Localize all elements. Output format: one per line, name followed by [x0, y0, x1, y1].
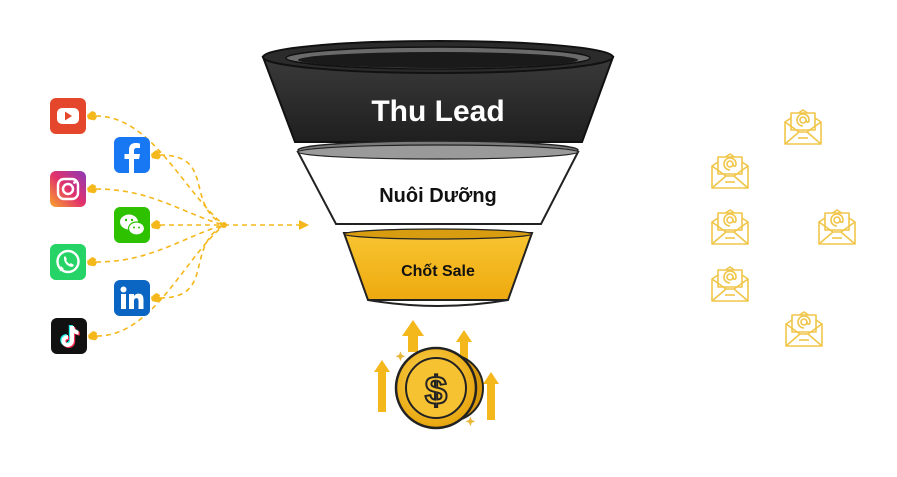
svg-text:$: $	[425, 369, 447, 413]
email-icons	[711, 109, 856, 347]
email-envelope-icon	[711, 209, 749, 245]
dollar-coin-icon: $	[374, 320, 499, 430]
connector-hub	[221, 222, 227, 228]
source-icons	[50, 98, 150, 354]
connector-dot	[87, 111, 97, 121]
facebook-icon	[114, 137, 150, 173]
email-envelope-icon	[785, 311, 823, 347]
wechat-icon	[114, 207, 150, 243]
email-envelope-icon	[711, 153, 749, 189]
funnel-stage-lead: Thu Lead	[261, 40, 615, 143]
connector-line	[159, 154, 225, 226]
stage-label-lead: Thu Lead	[371, 95, 504, 128]
email-envelope-icon	[784, 109, 822, 145]
connector-dot	[151, 220, 161, 230]
connector-dot	[87, 257, 97, 267]
instagram-icon	[50, 171, 86, 207]
stage-label-close: Chốt Sale	[401, 263, 475, 280]
connector-line	[159, 224, 225, 299]
connector-dot	[151, 150, 161, 160]
connector-line	[95, 115, 225, 226]
funnel-stage-close: Chốt Sale	[342, 228, 534, 307]
connector-lines	[87, 111, 309, 341]
connector-line	[95, 188, 225, 226]
arrow-head-icon	[299, 220, 309, 230]
linkedin-icon	[114, 280, 150, 316]
funnel: Thu Lead Nuôi Dưỡng Chốt Sale	[261, 40, 615, 307]
funnel-stage-nurture: Nuôi Dưỡng	[296, 140, 580, 225]
youtube-icon	[50, 98, 86, 134]
connector-dot	[87, 184, 97, 194]
up-arrow-icons	[374, 320, 499, 420]
connector-line	[96, 224, 225, 337]
whatsapp-icon	[50, 244, 86, 280]
connector-dot	[88, 331, 98, 341]
email-envelope-icon	[711, 266, 749, 302]
email-envelope-icon	[818, 209, 856, 245]
tiktok-icon	[51, 318, 87, 354]
stage-label-nurture: Nuôi Dưỡng	[379, 185, 497, 207]
connector-line	[95, 224, 225, 263]
